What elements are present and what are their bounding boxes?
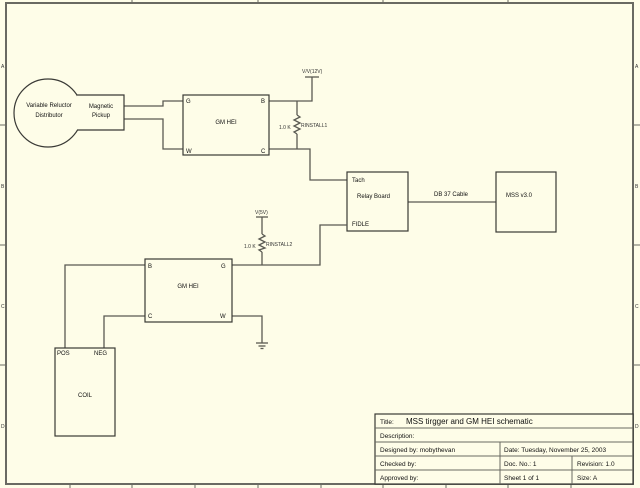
title-block-border — [374, 413, 634, 485]
hei2-pin-b: B — [148, 264, 152, 270]
coil-box — [54, 347, 116, 437]
vcc-12v-label: V/V(12V) — [302, 69, 323, 75]
relay-board-box — [346, 171, 409, 232]
relay-pin-tach: Tach — [352, 178, 365, 184]
relay-title: Relay Board — [357, 194, 390, 200]
tb-doc-no: Doc. No.: 1 — [504, 461, 537, 468]
tb-size: Size: A — [577, 475, 598, 482]
mss-unit: MSS v3.0 — [495, 171, 557, 233]
ground-icon — [256, 342, 268, 350]
wire-c-to-tach — [269, 148, 347, 181]
coil-title: COIL — [78, 393, 93, 399]
zone-label-left-a: A — [1, 64, 5, 70]
db37-cable-label: DB 37 Cable — [434, 192, 469, 198]
hei2-pin-g: G — [221, 264, 226, 270]
wire-c-to-coil-neg — [103, 315, 145, 348]
pickup-label-2: Pickup — [92, 113, 111, 119]
coil-pin-neg: NEG — [94, 351, 107, 357]
tb-approved-by: Approved by: — [380, 475, 418, 482]
hei1-pin-g: G — [186, 99, 191, 105]
zone-label-left-b: B — [1, 184, 5, 190]
wire-w-to-ground — [232, 315, 263, 343]
gm-hei-module-1: G B W C GM HEI — [182, 94, 270, 156]
vcc-5v-symbol: V(5V) — [255, 210, 268, 218]
wire-b-to-12v — [269, 77, 313, 102]
resistor-rinstall1: 1.0 K RINSTALL1 — [279, 114, 328, 135]
hei2-box — [144, 258, 233, 323]
pickup-label-1: Magnetic — [89, 104, 113, 110]
resistor-rinstall2: 1.0 K RINSTALL2 — [244, 233, 293, 253]
tb-title-value: MSS tirgger and GM HEI schematic — [406, 417, 533, 426]
wire-b-to-coil-pos — [64, 264, 145, 348]
frame-border — [5, 2, 634, 485]
mss-box — [495, 171, 557, 233]
zone-label-left-d: D — [1, 424, 5, 430]
relay-pin-fidle: FIDLE — [352, 222, 369, 228]
zone-label-right-b: B — [635, 184, 639, 190]
vcc-12v-symbol: V/V(12V) — [302, 69, 323, 78]
wires-top — [124, 77, 496, 203]
resistor-zigzag-icon — [292, 114, 302, 135]
wire-pickup-to-w — [124, 118, 183, 150]
ignition-coil: POS NEG COIL — [54, 347, 116, 437]
distributor-label-1: Variable Reluctor — [26, 103, 72, 109]
coil-pin-pos: POS — [57, 351, 70, 357]
mss-title: MSS v3.0 — [506, 193, 533, 199]
resistor-r2-name: RINSTALL2 — [266, 242, 293, 248]
relay-board: Tach Relay Board FIDLE — [346, 171, 409, 232]
distributor: Variable Reluctor Distributor — [13, 78, 83, 148]
vcc-5v-label: V(5V) — [255, 210, 268, 216]
zone-label-right-c: C — [635, 304, 639, 310]
tb-checked-by: Checked by: — [380, 461, 416, 468]
tb-designed-by: Designed by: mobythevan — [380, 447, 456, 454]
zone-label-right-d: D — [635, 424, 639, 430]
magnetic-pickup: Magnetic Pickup — [77, 94, 125, 131]
tb-description-label: Description: — [380, 433, 415, 440]
gm-hei-module-2: B G C W GM HEI — [144, 258, 233, 323]
title-block: Title: MSS tirgger and GM HEI schematic … — [374, 413, 634, 485]
distributor-label-2: Distributor — [35, 113, 62, 119]
wire-pickup-to-g — [124, 100, 183, 107]
zone-label-left-c: C — [1, 304, 5, 310]
zone-label-right-a: A — [635, 64, 639, 70]
resistor-r1-name: RINSTALL1 — [301, 123, 328, 129]
hei1-pin-w: W — [186, 149, 192, 155]
hei1-pin-b: B — [261, 99, 265, 105]
wires-bottom — [64, 217, 347, 348]
hei2-pin-w: W — [220, 314, 226, 320]
tb-revision: Revision: 1.0 — [577, 461, 615, 468]
resistor-zigzag-icon — [257, 233, 267, 253]
tb-title-label: Title: — [380, 419, 394, 426]
hei1-pin-c: C — [261, 149, 266, 155]
hei2-pin-c: C — [148, 314, 153, 320]
wire-fidle-to-g — [232, 224, 347, 266]
resistor-r1-value: 1.0 K — [279, 125, 291, 131]
hei2-title: GM HEI — [177, 284, 199, 290]
tb-date: Date: Tuesday, November 25, 2003 — [504, 447, 607, 454]
pickup-box — [77, 94, 125, 131]
hei1-box — [182, 94, 270, 156]
hei1-title: GM HEI — [215, 120, 237, 126]
resistor-r2-value: 1.0 K — [244, 244, 256, 250]
tb-sheet: Sheet 1 of 1 — [504, 475, 539, 482]
